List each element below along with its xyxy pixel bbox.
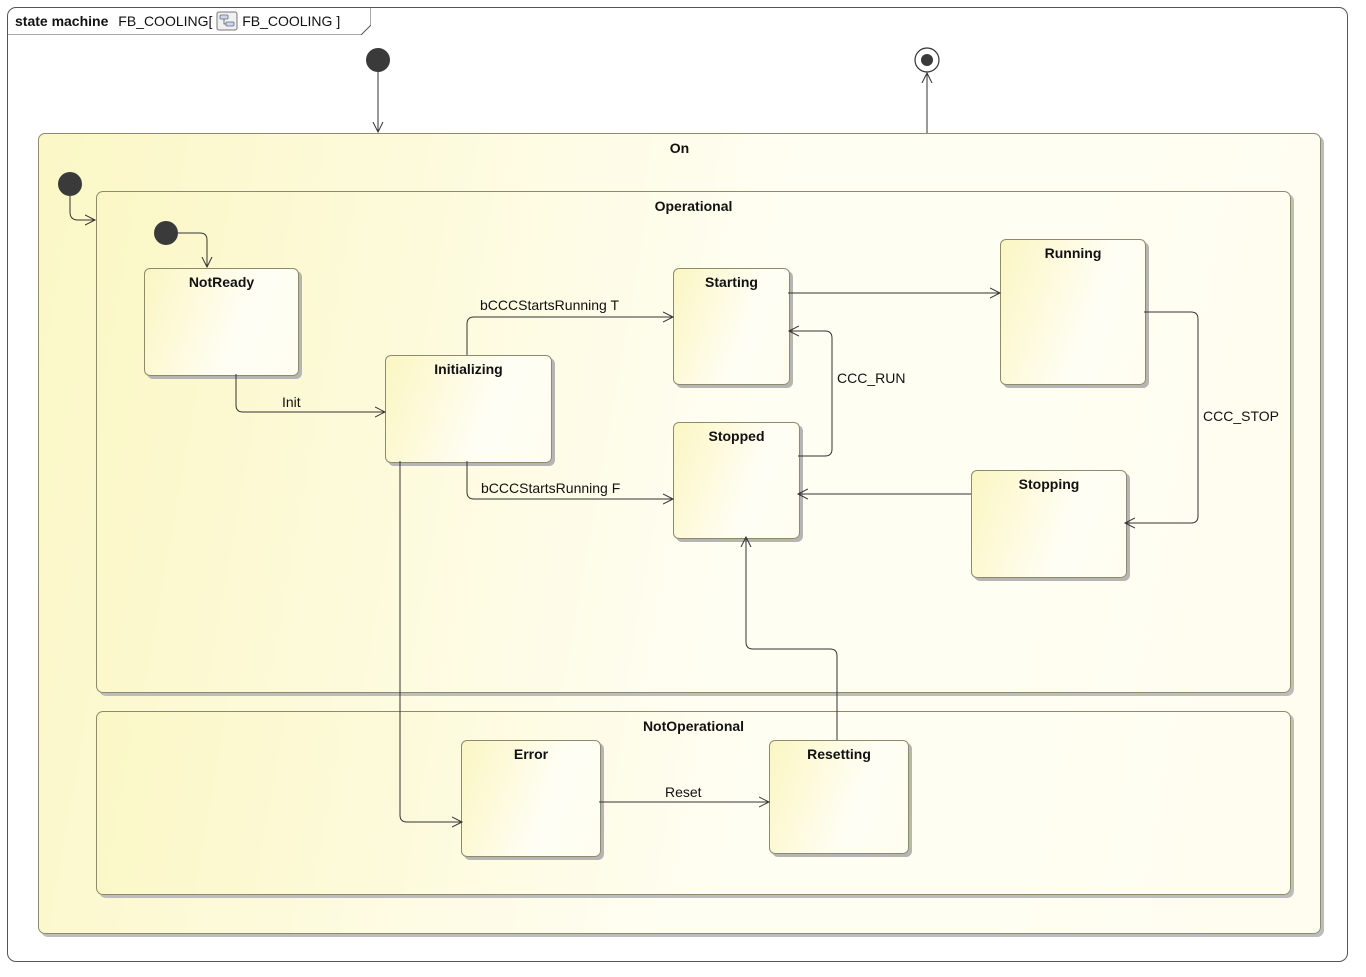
diagram-header: state machine FB_COOLING[ FB_COOLING ] xyxy=(15,11,340,34)
label-ccc-stop: CCC_STOP xyxy=(1203,408,1279,424)
state-initializing-title: Initializing xyxy=(434,361,503,377)
state-not-ready[interactable]: NotReady xyxy=(144,268,299,376)
state-stopped[interactable]: Stopped xyxy=(673,422,800,539)
state-operational-title: Operational xyxy=(654,198,733,214)
label-ccc-run: CCC_RUN xyxy=(837,370,906,386)
state-error-title: Error xyxy=(513,746,549,762)
state-not-operational-title: NotOperational xyxy=(642,718,745,734)
diagram-keyword: state machine xyxy=(15,13,109,30)
state-running-title: Running xyxy=(1044,245,1102,261)
state-starting[interactable]: Starting xyxy=(673,268,790,385)
label-starts-running-t: bCCCStartsRunning T xyxy=(480,297,620,313)
state-stopping-title: Stopping xyxy=(1018,476,1080,492)
state-starting-title: Starting xyxy=(705,274,758,290)
state-stopping[interactable]: Stopping xyxy=(971,470,1127,578)
label-reset: Reset xyxy=(665,784,702,800)
statemachine-context-icon xyxy=(216,11,238,34)
state-not-operational[interactable]: NotOperational xyxy=(96,711,1291,895)
state-initializing[interactable]: Initializing xyxy=(385,355,552,463)
state-resetting-title: Resetting xyxy=(807,746,871,762)
context-name: FB_COOLING xyxy=(242,13,333,30)
context-open-bracket: [ xyxy=(208,13,213,30)
frame-tab xyxy=(7,7,371,35)
state-stopped-title: Stopped xyxy=(708,428,765,444)
label-init: Init xyxy=(282,394,301,410)
state-not-ready-title: NotReady xyxy=(188,274,255,290)
context-close-bracket: ] xyxy=(336,13,341,30)
diagram-name: FB_COOLING xyxy=(118,13,209,30)
state-resetting[interactable]: Resetting xyxy=(769,740,909,854)
state-running[interactable]: Running xyxy=(1000,239,1146,385)
label-starts-running-f: bCCCStartsRunning F xyxy=(481,480,621,496)
state-error[interactable]: Error xyxy=(461,740,601,857)
state-on-title: On xyxy=(669,140,690,156)
